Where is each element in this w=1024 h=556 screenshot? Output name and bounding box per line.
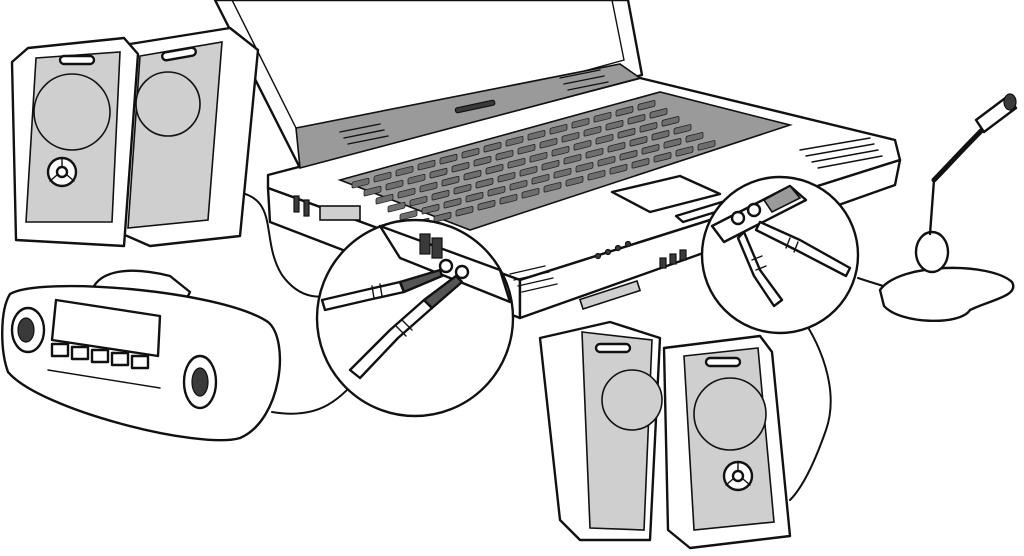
keyboard-key bbox=[527, 130, 546, 141]
keyboard-key bbox=[461, 147, 480, 159]
keyboard-key bbox=[531, 174, 550, 185]
keyboard-key bbox=[505, 136, 524, 147]
keyboard-key bbox=[651, 130, 670, 141]
keyboard-key bbox=[387, 201, 406, 213]
keyboard-key bbox=[539, 138, 558, 149]
keyboard-key bbox=[509, 180, 528, 191]
keyboard-key bbox=[475, 177, 494, 189]
keyboard-key bbox=[463, 169, 482, 181]
keyboard-key bbox=[587, 170, 606, 181]
keyboard-key bbox=[593, 112, 612, 123]
keyboard-key bbox=[385, 179, 404, 191]
keyboard-key bbox=[661, 116, 680, 127]
keyboard-key bbox=[499, 194, 518, 205]
keyboard-key bbox=[373, 171, 392, 183]
keyboard-key bbox=[439, 153, 458, 165]
keyboard-key bbox=[473, 155, 492, 167]
keyboard-key bbox=[585, 148, 604, 159]
keyboard-key bbox=[573, 140, 592, 151]
keyboard bbox=[351, 100, 716, 229]
boombox-buttons bbox=[50, 342, 150, 370]
audio-jack-callout-right bbox=[700, 175, 860, 335]
keyboard-key bbox=[673, 124, 692, 135]
keyboard-key bbox=[549, 124, 568, 135]
keyboard-key bbox=[561, 132, 580, 143]
keyboard-key bbox=[441, 175, 460, 187]
keyboard-key bbox=[397, 187, 416, 199]
keyboard-key bbox=[429, 167, 448, 179]
keyboard-key bbox=[563, 154, 582, 165]
keyboard-key bbox=[565, 176, 584, 187]
laptop-side-ports bbox=[293, 195, 687, 311]
keyboard-key bbox=[571, 118, 590, 129]
keyboard-key bbox=[553, 168, 572, 179]
keyboard-key bbox=[529, 152, 548, 163]
keyboard-key bbox=[477, 199, 496, 211]
keyboard-key bbox=[551, 146, 570, 157]
keyboard-key bbox=[409, 195, 428, 207]
keyboard-key bbox=[465, 191, 484, 203]
keyboard-key bbox=[653, 152, 672, 163]
keyboard-key bbox=[541, 160, 560, 171]
keyboard-key bbox=[631, 158, 650, 169]
speaker-pair-icon bbox=[10, 26, 260, 248]
keyboard-key bbox=[417, 159, 436, 171]
keyboard-key bbox=[451, 161, 470, 173]
microphone-icon bbox=[878, 93, 1018, 323]
keyboard-key bbox=[675, 146, 694, 157]
keyboard-key bbox=[507, 158, 526, 169]
keyboard-key bbox=[649, 108, 668, 119]
boombox-icon bbox=[1, 269, 282, 442]
keyboard-key bbox=[455, 205, 474, 217]
keyboard-key bbox=[637, 100, 656, 111]
keyboard-key bbox=[609, 164, 628, 175]
keyboard-key bbox=[615, 106, 634, 117]
keyboard-key bbox=[543, 182, 562, 193]
keyboard-key bbox=[395, 165, 414, 177]
keyboard-key bbox=[595, 134, 614, 145]
keyboard-key bbox=[639, 122, 658, 133]
keyboard-key bbox=[399, 209, 418, 221]
keyboard-key bbox=[363, 185, 382, 197]
keyboard-key bbox=[697, 140, 716, 151]
keyboard-key bbox=[419, 181, 438, 193]
keyboard-key bbox=[421, 203, 440, 215]
keyboard-key bbox=[433, 211, 452, 223]
keyboard-key bbox=[495, 150, 514, 161]
keyboard-key bbox=[597, 156, 616, 167]
keyboard-key bbox=[617, 128, 636, 139]
keyboard-key bbox=[431, 189, 450, 201]
keyboard-key bbox=[629, 136, 648, 147]
keyboard-key bbox=[685, 132, 704, 143]
keyboard-key bbox=[497, 172, 516, 183]
audio-jack-callout-left bbox=[315, 218, 515, 418]
keyboard-key bbox=[453, 183, 472, 195]
keyboard-key bbox=[521, 188, 540, 199]
keyboard-key bbox=[641, 144, 660, 155]
keyboard-key bbox=[351, 177, 370, 189]
keyboard-key bbox=[627, 114, 646, 125]
keyboard-key bbox=[607, 142, 626, 153]
keyboard-key bbox=[483, 142, 502, 153]
keyboard-key bbox=[663, 138, 682, 149]
keyboard-key bbox=[605, 120, 624, 131]
keyboard-key bbox=[575, 162, 594, 173]
keyboard-key bbox=[583, 126, 602, 137]
keyboard-key bbox=[443, 197, 462, 209]
speaker-pair-icon-right bbox=[538, 320, 792, 550]
keyboard-key bbox=[487, 186, 506, 197]
keyboard-key bbox=[517, 144, 536, 155]
keyboard-key bbox=[619, 150, 638, 161]
keyboard-key bbox=[485, 164, 504, 175]
keyboard-key bbox=[375, 193, 394, 205]
keyboard-key bbox=[519, 166, 538, 177]
keyboard-key bbox=[407, 173, 426, 185]
